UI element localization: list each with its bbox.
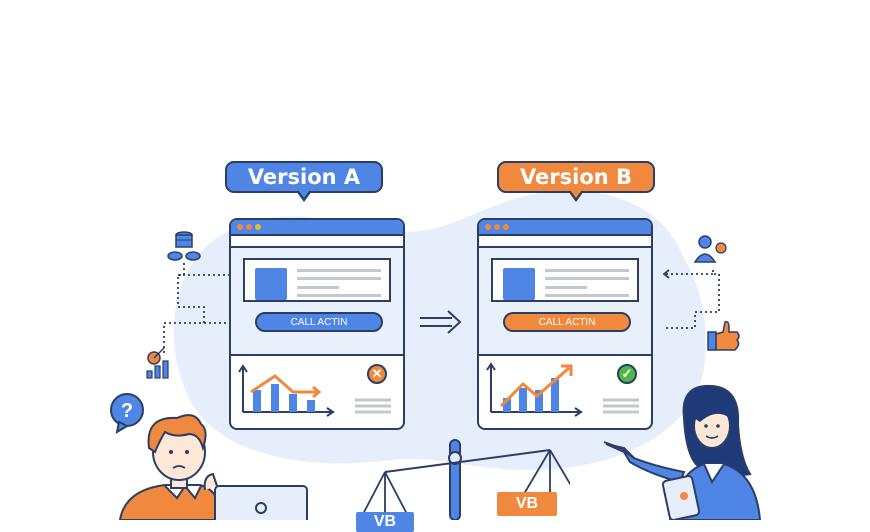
scale-pan-right: VB xyxy=(497,492,557,516)
window-dot-icon xyxy=(494,224,500,230)
results-chart-a: ✕ xyxy=(231,356,403,422)
window-dot-icon xyxy=(503,224,509,230)
target-growth-icon xyxy=(146,347,169,379)
right-connectors xyxy=(662,235,740,351)
scale-pan-left: VB xyxy=(356,512,414,532)
presenter-woman xyxy=(603,384,762,520)
window-dot-icon xyxy=(255,224,261,230)
window-dot-icon xyxy=(485,224,491,230)
address-bar xyxy=(231,236,403,248)
image-placeholder-icon xyxy=(255,268,287,300)
arrow-right-icon xyxy=(420,310,462,334)
declining-chart-icon xyxy=(238,364,391,417)
tablet-icon xyxy=(661,475,701,520)
database-users-icon xyxy=(167,231,201,261)
svg-text:?: ? xyxy=(121,400,133,422)
call-to-action-button-a[interactable]: CALL ACTIN xyxy=(255,312,383,332)
version-b-label: Version B xyxy=(519,165,633,189)
version-b-browser: CALL ACTIN ✓ xyxy=(477,218,653,430)
content-card xyxy=(491,258,639,302)
balance-scale-icon xyxy=(361,439,570,520)
window-dot-icon xyxy=(246,224,252,230)
version-a-tag: Version A xyxy=(225,161,383,202)
results-chart-b: ✓ xyxy=(479,356,651,422)
address-bar xyxy=(479,236,651,248)
x-circle-icon: ✕ xyxy=(367,364,387,384)
image-placeholder-icon xyxy=(503,268,535,300)
browser-titlebar xyxy=(231,220,403,236)
question-bubble-icon: ? xyxy=(110,393,144,435)
call-to-action-button-b[interactable]: CALL ACTIN xyxy=(503,312,631,332)
laptop-icon xyxy=(214,485,308,520)
check-circle-icon: ✓ xyxy=(617,364,637,384)
version-a-browser: CALL ACTIN ✕ xyxy=(229,218,405,430)
left-connectors xyxy=(146,231,230,379)
confused-person: ? xyxy=(110,393,308,520)
thumbs-up-icon xyxy=(707,320,740,351)
content-card xyxy=(243,258,391,302)
window-dot-icon xyxy=(237,224,243,230)
version-b-tag: Version B xyxy=(497,161,655,202)
user-feedback-icon xyxy=(693,235,727,263)
version-a-label: Version A xyxy=(247,165,361,189)
rising-chart-icon xyxy=(486,362,639,417)
browser-titlebar xyxy=(479,220,651,236)
